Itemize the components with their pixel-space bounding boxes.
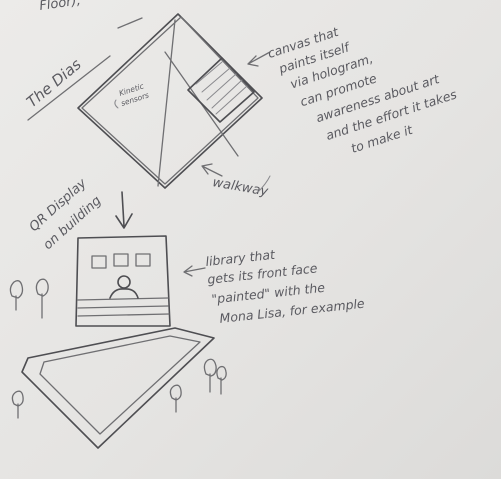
- walkway-label: walkway: [211, 175, 269, 200]
- dias-underline: [27, 55, 111, 121]
- walkway-tail: [257, 175, 271, 193]
- walkway-arrow: [201, 163, 223, 177]
- library-arrow: [183, 265, 206, 277]
- svg-text:library that: library that: [205, 247, 277, 269]
- label-bracket: [114, 99, 119, 109]
- library-building: [75, 235, 171, 327]
- hologram-canvas: [187, 57, 255, 123]
- dias-diamond: [77, 13, 263, 189]
- top-arrow-stroke: [117, 17, 143, 29]
- library-note: library that gets its front face "painte…: [205, 247, 366, 326]
- window-1: [91, 255, 107, 269]
- plaza-outline: [21, 327, 215, 449]
- trees-left: [9, 278, 49, 319]
- canvas-arrow: [247, 51, 271, 67]
- window-2: [113, 253, 129, 267]
- top-fragment-text: Floor),: [38, 0, 81, 14]
- mona-lisa-figure: [109, 275, 139, 299]
- window-3: [135, 253, 151, 267]
- canvas-note: canvas that paints itself via hologram, …: [266, 24, 459, 156]
- dias-divider-line: [157, 19, 176, 187]
- trees-bottom: [11, 358, 227, 419]
- down-arrow: [115, 191, 133, 229]
